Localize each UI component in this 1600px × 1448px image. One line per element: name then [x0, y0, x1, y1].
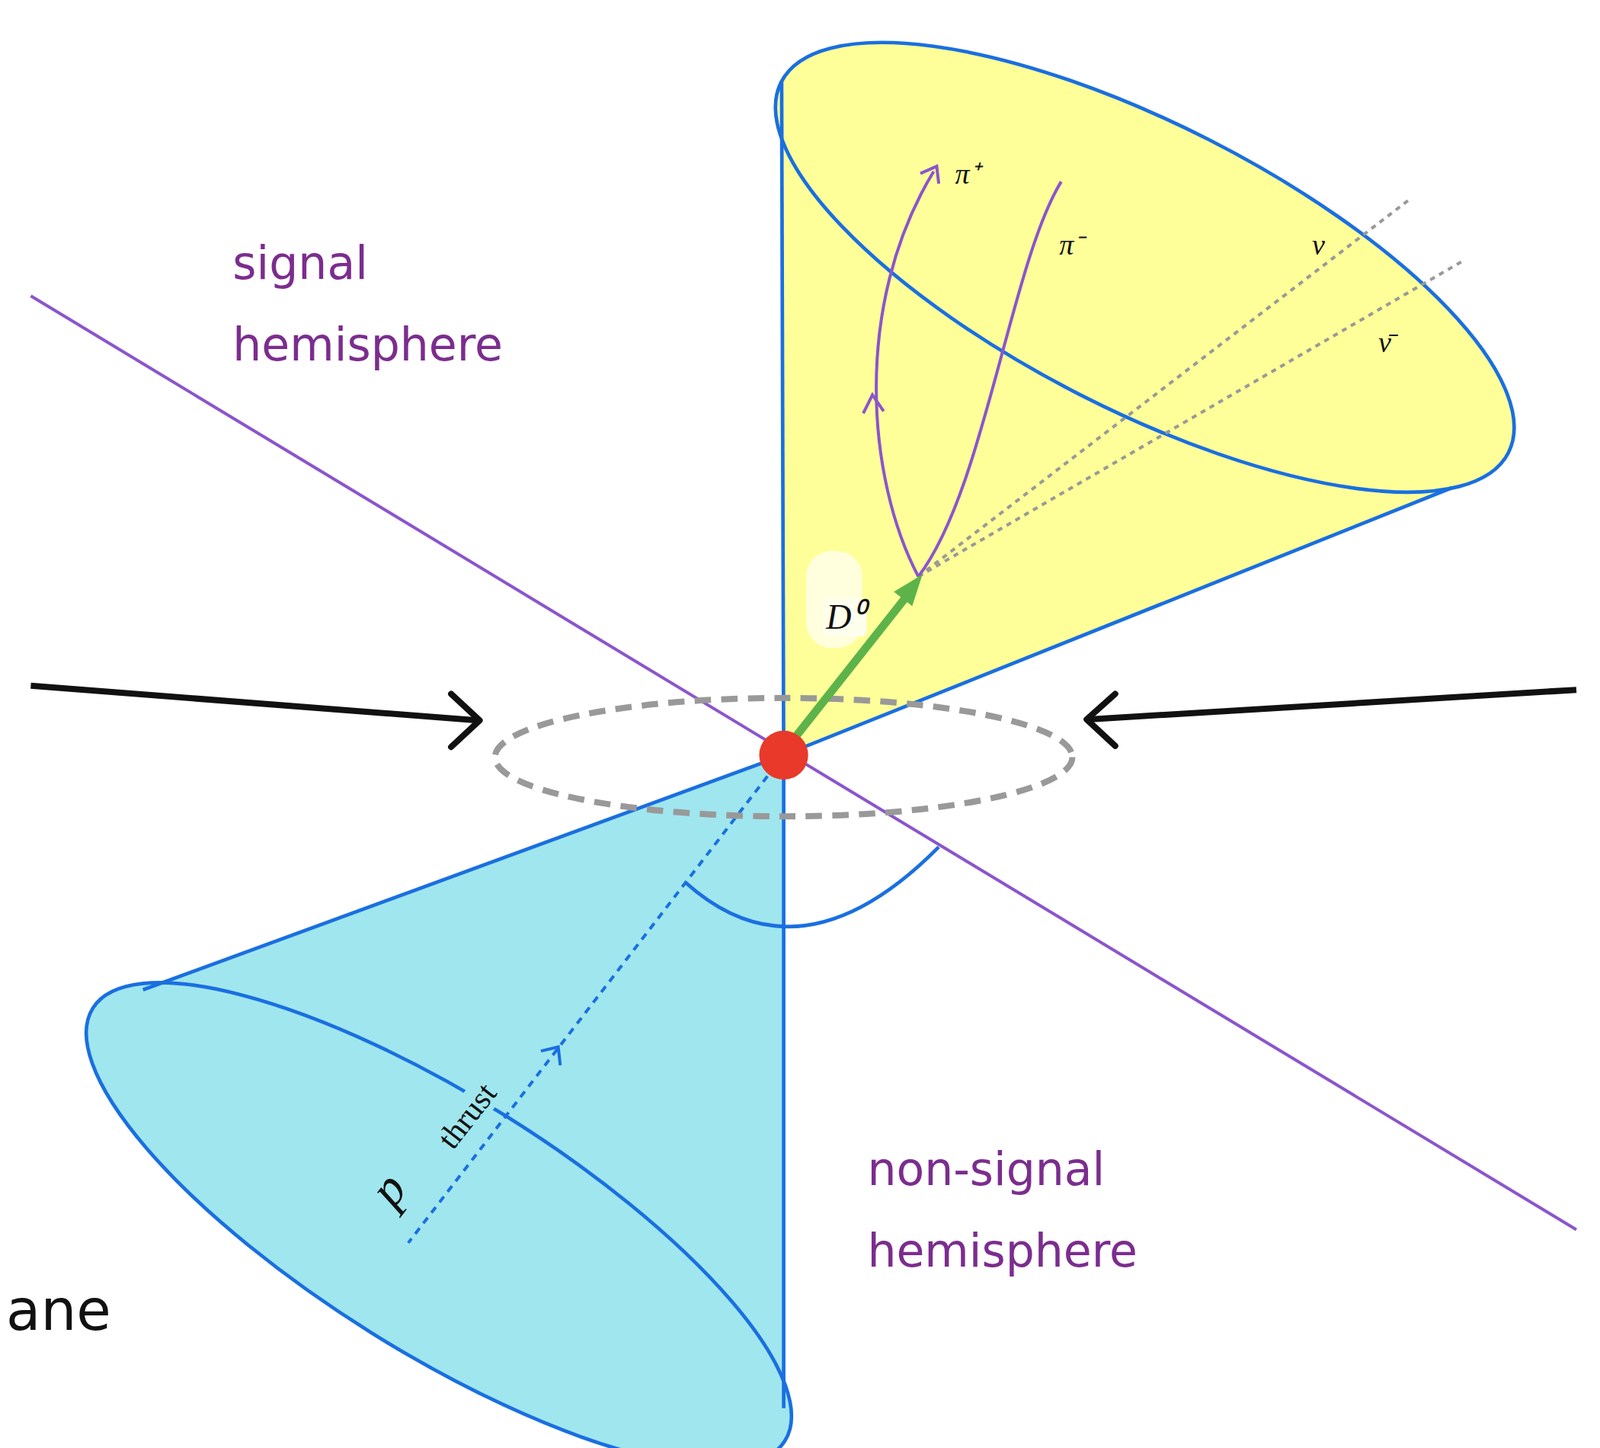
particle-label: D⁰: [822, 598, 867, 637]
beam-arrowhead: [1086, 694, 1115, 746]
pion-track: [876, 171, 934, 577]
particle-label: π⁺: [952, 157, 983, 190]
beam-ring: [495, 697, 1073, 816]
hemisphere-label: signal hemisphere: [232, 222, 591, 386]
signal-cone-ellipse: [716, 0, 1574, 580]
vector-subscript: thrust: [429, 1073, 505, 1157]
neutrino-line: [918, 259, 1464, 576]
angle-arc: [685, 846, 939, 926]
tag-cone-edge: [781, 755, 786, 1408]
track-arrowhead: [920, 166, 939, 184]
signal-cone-edge: [781, 81, 784, 756]
particle-label: π⁻: [1056, 228, 1087, 261]
beam-arrow: [1088, 689, 1577, 720]
thrust-arrowhead: [540, 1046, 560, 1066]
tag-cone-edge: [143, 755, 784, 990]
cropped-label: ane: [6, 1275, 112, 1344]
beam-arrowhead: [451, 694, 480, 748]
d0-arrow: [790, 596, 906, 743]
tag-cone-ellipse: [25, 899, 853, 1448]
track-arrowhead: [863, 394, 884, 413]
interaction-point: [758, 730, 808, 780]
particle-label: ν̄: [1375, 326, 1395, 359]
pion-track: [918, 181, 1061, 576]
vector-label: p⃗: [357, 1129, 443, 1218]
thrust-axis: [408, 755, 784, 1243]
hemisphere-label: non-signal hemisphere: [867, 1128, 1248, 1292]
d0-arrowhead: [893, 574, 922, 607]
beam-arrow: [30, 685, 477, 721]
particle-label: ν: [1308, 228, 1328, 261]
